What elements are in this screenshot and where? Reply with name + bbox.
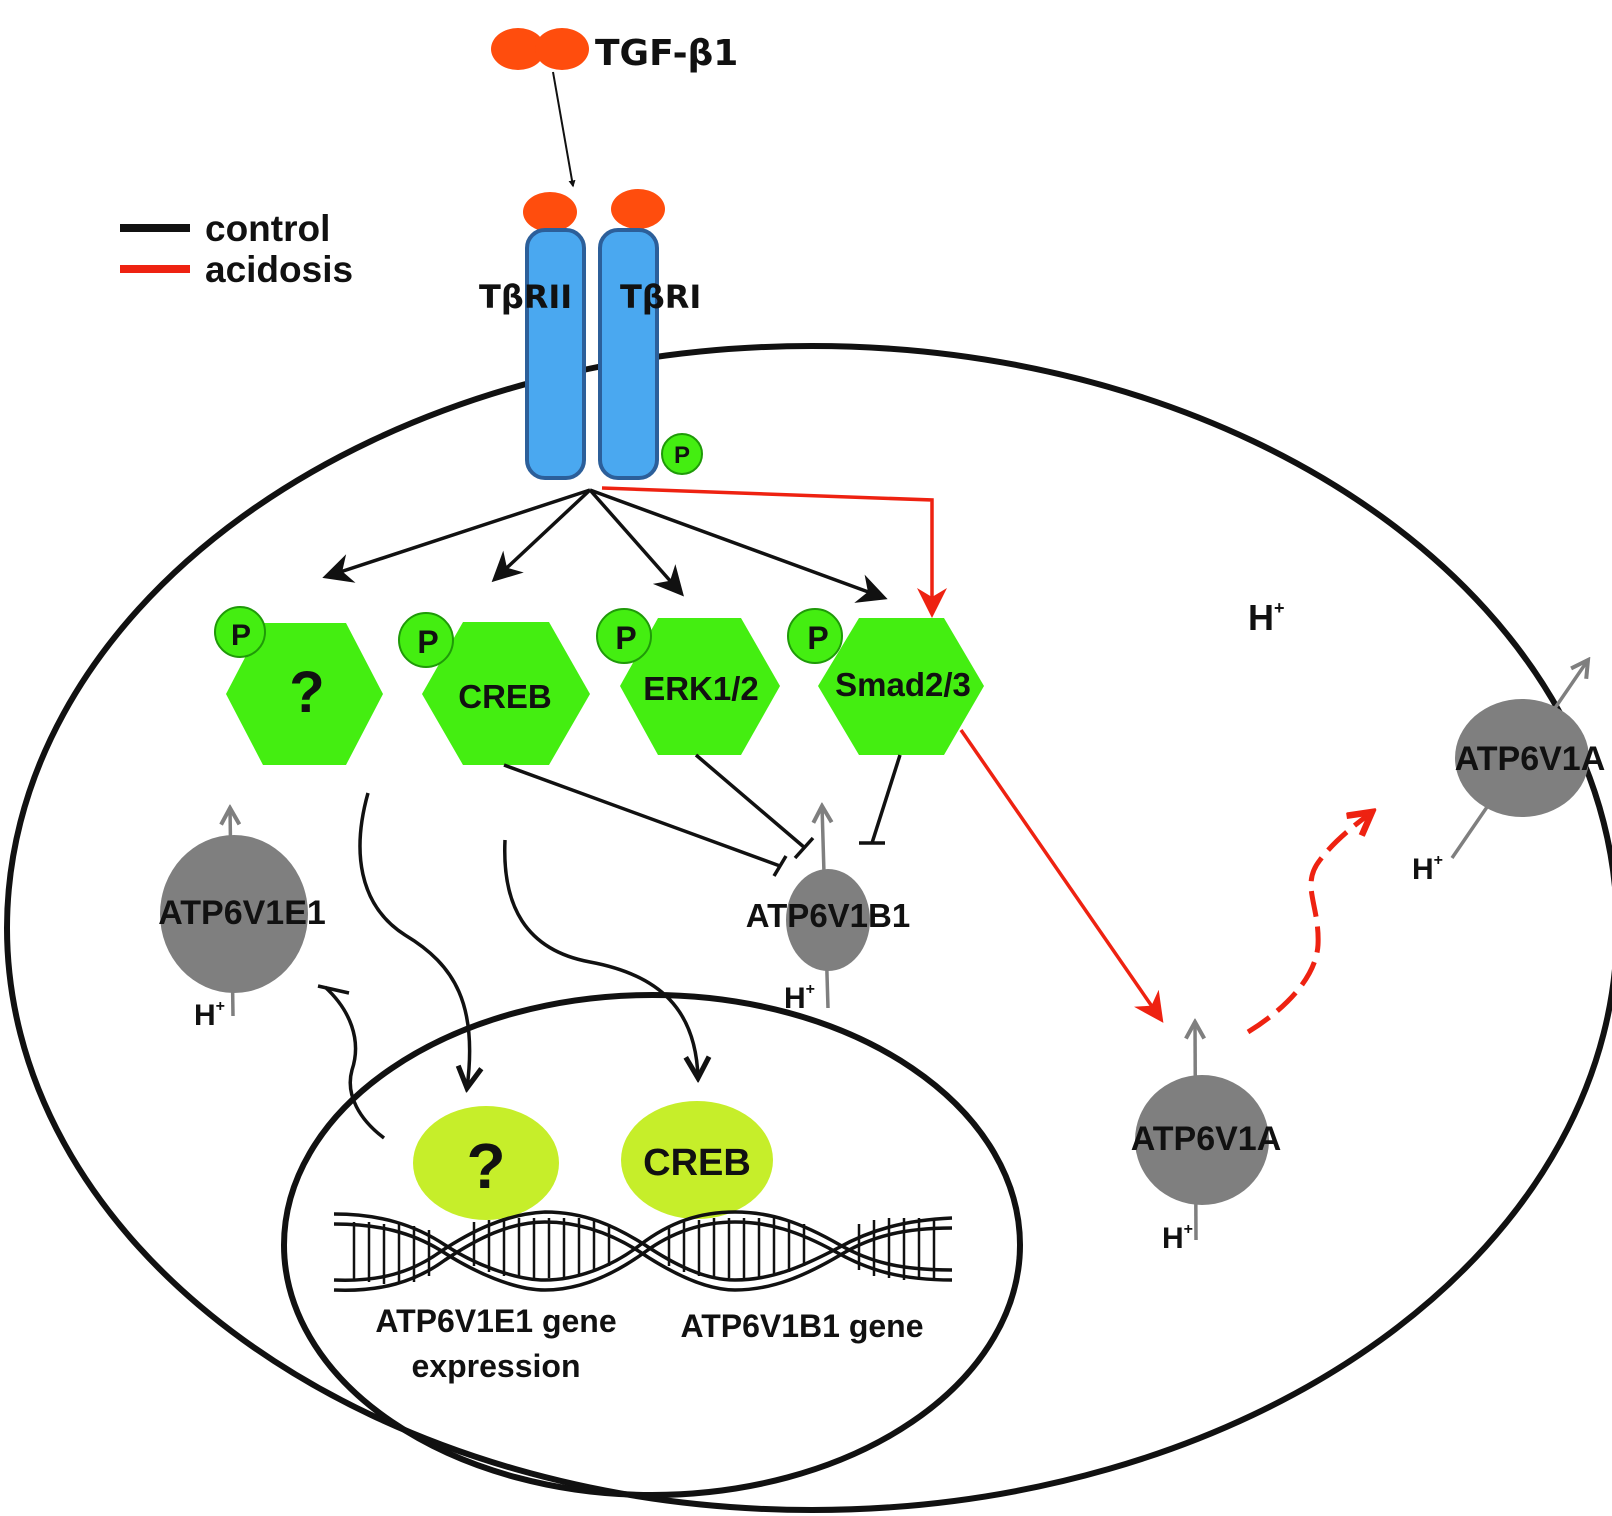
kinase-creb: P CREB — [398, 612, 590, 765]
dna-helix — [333, 1210, 953, 1292]
cell-membrane — [4, 343, 1612, 1513]
bound-ligand-right — [611, 189, 665, 229]
arrow-creb-to-nucleus — [503, 839, 698, 1078]
kinase-unknown-phosphate — [214, 606, 266, 658]
tgf-beta1-label: TGF-β1 — [595, 33, 738, 74]
gene-atp6v1e1-label-line1: ATP6V1E1 gene — [375, 1303, 616, 1339]
arrow-gene-expression-to-e1-head — [317, 984, 350, 995]
acidosis-arrow-to-atp6v1a — [959, 729, 1164, 1023]
arrow-to-unknown — [322, 488, 591, 583]
nuclear-factor-unknown — [413, 1106, 559, 1220]
ligand-binding-arrow — [552, 71, 576, 188]
pump-atp6v1b1-label: ATP6V1B1 — [746, 897, 910, 934]
acidosis-trafficking-arrow — [1246, 812, 1372, 1035]
arrow-to-creb — [491, 488, 592, 583]
bound-ligand-left — [523, 192, 577, 232]
kinase-unknown-label: ? — [289, 660, 324, 725]
kinase-creb-phosphate-label: P — [417, 624, 438, 660]
pump-atp6v1a-cytosol: ATP6V1A H+ — [1131, 1022, 1282, 1255]
kinase-erk-phosphate-label: P — [615, 620, 636, 656]
pump-atp6v1b1: ATP6V1B1 H+ — [746, 806, 910, 1015]
arrow-unknown-to-nucleus — [358, 792, 470, 1088]
arrow-gene-expression-to-e1 — [323, 985, 386, 1140]
nucleus-membrane — [281, 992, 1023, 1498]
tgf-beta1-ligand — [491, 28, 589, 70]
pump-atp6v1a-cytosol-label: ATP6V1A — [1131, 1120, 1282, 1158]
kinase-unknown: P ? — [214, 606, 383, 765]
kinase-smad-label: Smad2/3 — [835, 666, 971, 703]
kinase-smad-phosphate — [787, 608, 843, 664]
kinase-creb-phosphate — [398, 612, 454, 668]
pump-atp6v1e1-proton: H+ — [194, 998, 225, 1032]
pump-atp6v1a-membrane: ATP6V1A H+ — [1412, 660, 1605, 886]
control-arrows — [322, 488, 888, 603]
gene-atp6v1b1-label: ATP6V1B1 gene — [680, 1308, 923, 1344]
receptor-phosphate — [661, 433, 703, 475]
kinase-erk-phosphate — [596, 608, 652, 664]
pump-atp6v1a-cytosol-proton: H+ — [1162, 1221, 1193, 1255]
receptor-tbrii — [525, 228, 586, 480]
legend-control-label: control — [205, 208, 330, 249]
nuclear-factor-unknown-label: ? — [466, 1130, 505, 1202]
cytosol-proton: H+ — [1248, 597, 1285, 638]
legend: control acidosis — [120, 208, 353, 290]
kinase-smad: P Smad2/3 — [787, 608, 984, 755]
legend-acidosis-label: acidosis — [205, 249, 353, 290]
kinase-smad-phosphate-label: P — [807, 620, 828, 656]
nuclear-factor-creb — [621, 1101, 773, 1219]
pump-atp6v1e1: ATP6V1E1 H+ — [158, 808, 326, 1032]
pump-atp6v1a-membrane-label: ATP6V1A — [1455, 740, 1606, 778]
pump-atp6v1b1-proton: H+ — [784, 981, 815, 1015]
receptor-phosphate-label: P — [674, 442, 690, 469]
arrow-to-erk — [588, 488, 684, 597]
kinase-unknown-phosphate-label: P — [231, 619, 251, 652]
acidosis-arrow-to-smad — [601, 486, 947, 618]
kinase-creb-label: CREB — [458, 678, 552, 715]
nuclear-factor-creb-label: CREB — [643, 1142, 751, 1184]
kinase-erk: P ERK1/2 — [596, 608, 780, 755]
inhibition-lines — [503, 753, 902, 877]
gene-atp6v1e1-label-line2: expression — [412, 1348, 581, 1384]
pump-atp6v1a-membrane-proton: H+ — [1412, 852, 1443, 886]
receptor-tbri — [598, 228, 659, 480]
receptor-tbrii-label: TβRII — [479, 278, 572, 316]
arrow-to-smad — [589, 488, 888, 603]
pump-atp6v1e1-label: ATP6V1E1 — [158, 894, 326, 932]
kinase-erk-label: ERK1/2 — [643, 670, 759, 707]
receptor-tbri-label: TβRI — [620, 278, 701, 316]
